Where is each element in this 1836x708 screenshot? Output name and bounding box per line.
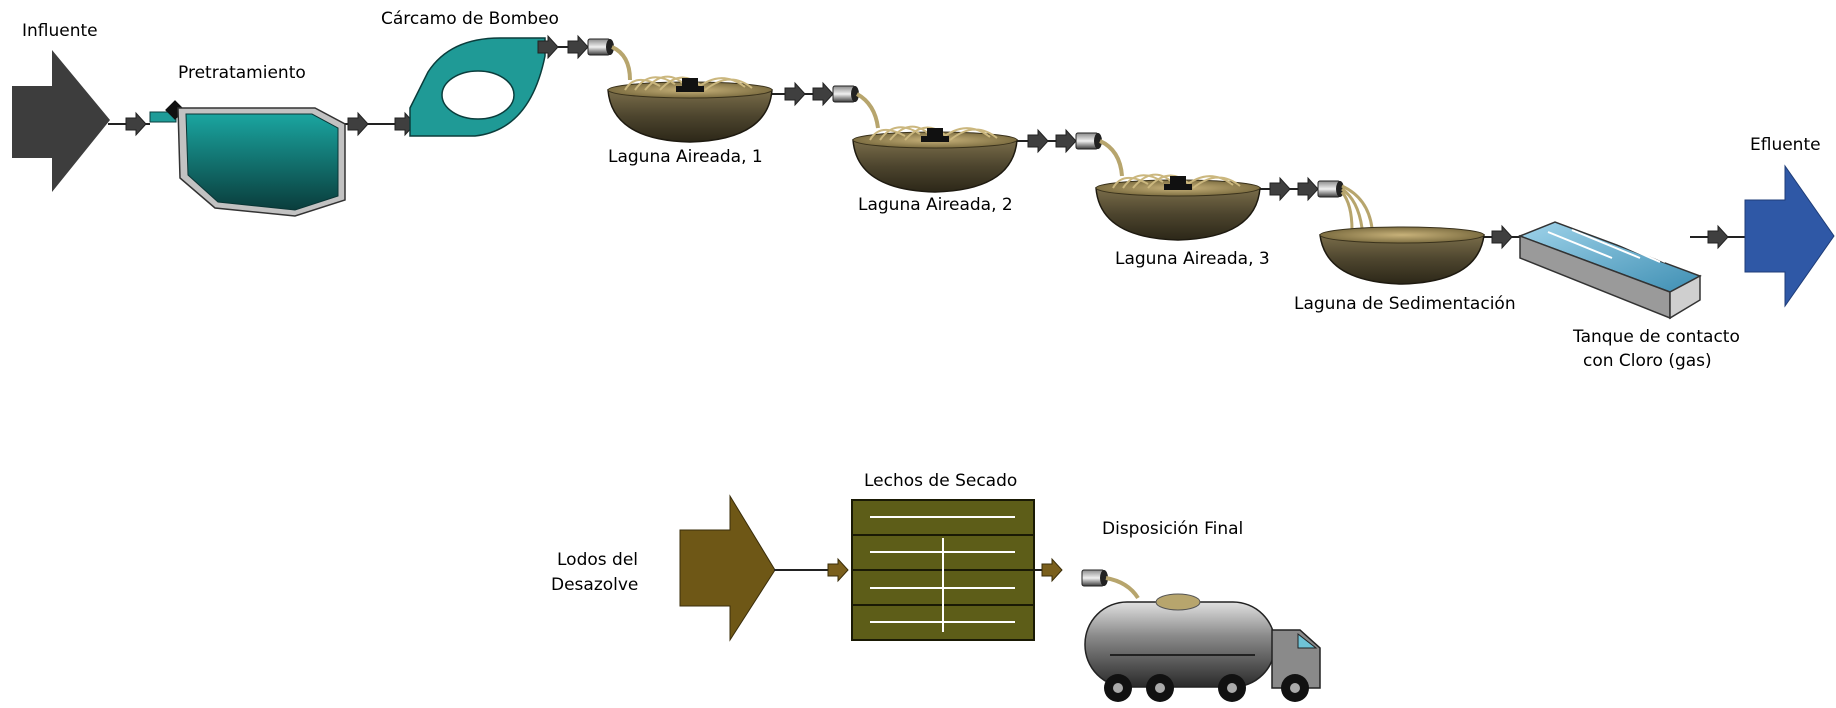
connector-arrow	[347, 112, 369, 136]
label-influente: Influente	[22, 21, 98, 41]
connector-arrow	[1491, 225, 1513, 249]
label-disposicion: Disposición Final	[1102, 519, 1243, 539]
tanker-truck-icon	[1081, 569, 1321, 702]
connector-arrow	[827, 558, 849, 582]
label-laguna-2: Laguna Aireada, 2	[858, 195, 1013, 215]
label-sedimentacion: Laguna de Sedimentación	[1294, 294, 1516, 314]
sludge-arrow-icon	[679, 494, 776, 642]
aerated-lagoon-2	[812, 82, 1049, 193]
aerated-lagoon-icon	[852, 125, 1018, 193]
connector-arrow	[1041, 558, 1063, 582]
label-lechos: Lechos de Secado	[864, 471, 1017, 491]
effluent-arrow-icon	[1744, 164, 1835, 308]
pretreatment-tank-icon	[125, 100, 346, 217]
label-lodos-1: Lodos del	[557, 550, 638, 570]
aerated-lagoon-3	[1055, 129, 1291, 241]
label-efluente: Efluente	[1750, 135, 1821, 155]
label-laguna-3: Laguna Aireada, 3	[1115, 249, 1270, 269]
label-carcamo: Cárcamo de Bombeo	[381, 9, 559, 29]
aerated-lagoon-1	[567, 35, 806, 143]
label-lodos-2: Desazolve	[551, 575, 638, 595]
label-pretratamiento: Pretratamiento	[178, 63, 306, 83]
pump-station-icon	[394, 35, 559, 137]
aerated-lagoon-icon	[607, 75, 773, 143]
influent-arrow-icon	[12, 50, 110, 192]
sedimentation-lagoon-icon	[1297, 177, 1485, 285]
drying-beds-icon	[851, 499, 1035, 641]
connector-arrow	[1707, 225, 1729, 249]
label-tanque-1: Tanque de contacto	[1572, 327, 1740, 347]
label-laguna-1: Laguna Aireada, 1	[608, 147, 763, 167]
label-tanque-2: con Cloro (gas)	[1583, 351, 1712, 371]
chlorine-contact-tank-icon	[1517, 221, 1702, 320]
aerated-lagoon-icon	[1095, 173, 1261, 241]
